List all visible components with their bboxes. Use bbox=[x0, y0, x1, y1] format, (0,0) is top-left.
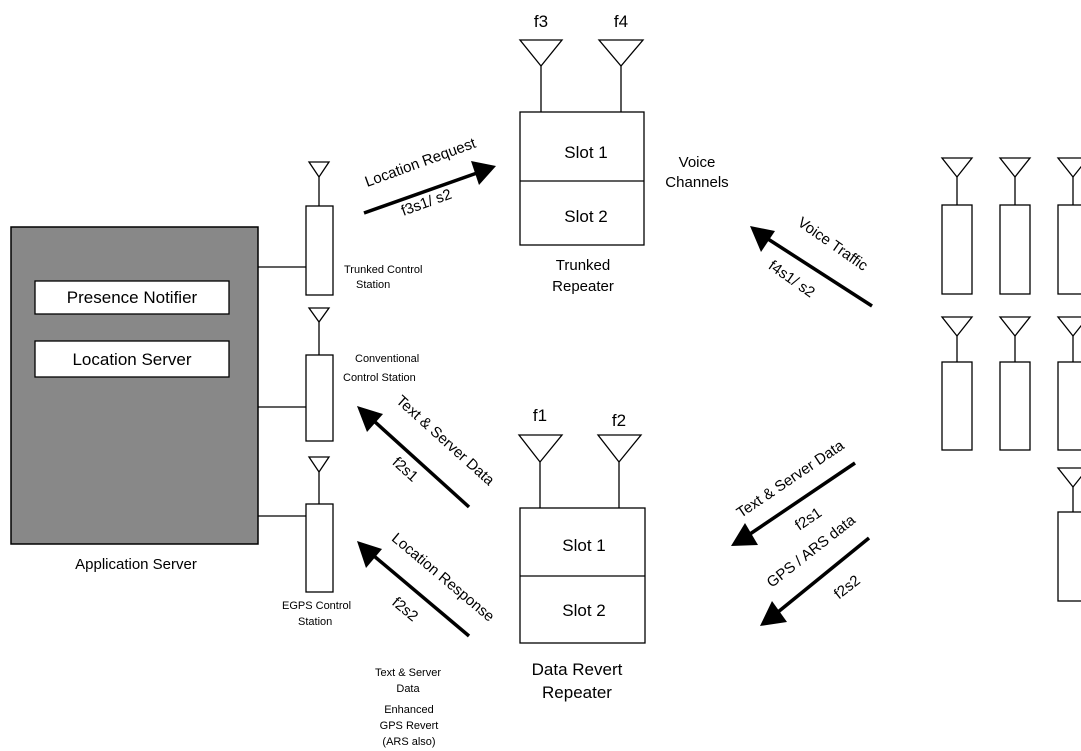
note-line-1: Text & Server bbox=[375, 667, 441, 679]
arrow-text-server-left: Text & Server Data f2s1 bbox=[357, 392, 498, 509]
arrow-head-icon bbox=[357, 406, 383, 432]
notes: Text & Server Data Enhanced GPS Revert (… bbox=[375, 667, 441, 748]
trunked-station-label-1: Trunked Control bbox=[344, 264, 422, 276]
conventional-station-label-2: Control Station bbox=[343, 372, 416, 384]
radio-unit bbox=[940, 157, 974, 295]
application-server-caption: Application Server bbox=[75, 556, 197, 573]
antenna-label-f1: f1 bbox=[533, 406, 547, 425]
trunked-caption-1: Trunked bbox=[556, 257, 610, 274]
arrow-head-icon bbox=[760, 601, 787, 626]
egps-control-station: EGPS Control Station bbox=[282, 456, 351, 628]
antenna-label-f2: f2 bbox=[612, 411, 626, 430]
antenna-icon bbox=[517, 434, 564, 464]
control-station-body bbox=[305, 503, 334, 593]
data-slot-1: Slot 1 bbox=[562, 536, 605, 555]
arrow-location-response: Location Response f2s2 bbox=[357, 530, 498, 638]
radio-unit bbox=[1056, 467, 1081, 602]
location-server-label: Location Server bbox=[72, 350, 191, 369]
antenna-icon bbox=[596, 434, 643, 464]
data-revert-repeater: f1 f2 Slot 1 Slot 2 Data Revert Repeater bbox=[517, 406, 646, 702]
presence-notifier-label: Presence Notifier bbox=[67, 288, 198, 307]
data-slot-2: Slot 2 bbox=[562, 601, 605, 620]
location-request-label: Location Request bbox=[363, 135, 479, 191]
note-line-2: Data bbox=[396, 683, 420, 695]
conventional-station-label-1: Conventional bbox=[355, 353, 419, 365]
antenna-icon bbox=[998, 316, 1032, 338]
egps-station-label-1: EGPS Control bbox=[282, 600, 351, 612]
antenna-icon bbox=[307, 307, 331, 324]
arrow-location-request: Location Request f3s1/ s2 bbox=[363, 135, 496, 220]
trunked-slot-2: Slot 2 bbox=[564, 207, 607, 226]
location-server-box bbox=[34, 340, 230, 378]
antenna-icon bbox=[597, 39, 645, 68]
control-station-body bbox=[305, 205, 334, 296]
radio-unit bbox=[1056, 316, 1081, 451]
voice-traffic-label: Voice Traffic bbox=[794, 214, 871, 275]
arrow-gps-ars: GPS / ARS data f2s2 bbox=[760, 511, 871, 626]
trunked-station-label-2: Station bbox=[356, 279, 390, 291]
antenna-icon bbox=[518, 39, 564, 68]
gps-ars-sub: f2s2 bbox=[831, 572, 864, 603]
antenna-label-f3: f3 bbox=[534, 12, 548, 31]
note-line-3: Enhanced bbox=[384, 704, 434, 716]
radio-unit bbox=[1056, 157, 1081, 295]
note-line-4: GPS Revert bbox=[380, 720, 439, 732]
arrow-head-icon bbox=[750, 226, 775, 252]
text-server-right-sub: f2s1 bbox=[792, 504, 825, 534]
antenna-icon bbox=[998, 157, 1032, 179]
application-server-box bbox=[10, 226, 259, 545]
arrow-head-icon bbox=[731, 523, 758, 546]
application-server: Presence Notifier Location Server Applic… bbox=[10, 226, 259, 573]
antenna-icon bbox=[1056, 316, 1081, 338]
antenna-icon bbox=[940, 157, 974, 179]
radio-unit bbox=[998, 316, 1032, 451]
antenna-icon bbox=[1056, 467, 1081, 489]
data-caption-1: Data Revert bbox=[532, 660, 623, 679]
trunked-control-station: Trunked Control Station bbox=[305, 161, 422, 296]
location-response-sub: f2s2 bbox=[389, 594, 422, 625]
egps-station-label-2: Station bbox=[298, 616, 332, 628]
subscriber-radios bbox=[940, 157, 1081, 602]
trunked-repeater: f3 f4 Slot 1 Slot 2 Trunked Repeater Voi… bbox=[518, 12, 729, 295]
voice-channels-label-1: Voice bbox=[679, 154, 716, 171]
conventional-control-station: Conventional Control Station bbox=[305, 307, 419, 442]
voice-channels-label-2: Channels bbox=[665, 174, 728, 191]
trunked-caption-2: Repeater bbox=[552, 278, 614, 295]
presence-notifier-box bbox=[34, 280, 230, 315]
antenna-icon bbox=[307, 161, 331, 179]
data-caption-2: Repeater bbox=[542, 683, 612, 702]
radio-unit bbox=[940, 316, 974, 451]
radio-unit bbox=[998, 157, 1032, 295]
antenna-icon bbox=[1056, 157, 1081, 179]
trunked-repeater-box bbox=[519, 111, 645, 246]
control-station-body bbox=[305, 354, 334, 442]
voice-traffic-sub: f4s1/ s2 bbox=[765, 257, 818, 301]
antenna-icon bbox=[307, 456, 331, 474]
arrow-head-icon bbox=[357, 541, 382, 568]
arrow-head-icon bbox=[471, 161, 496, 185]
antenna-label-f4: f4 bbox=[614, 12, 628, 31]
antenna-icon bbox=[940, 316, 974, 338]
note-line-5: (ARS also) bbox=[382, 736, 435, 748]
arrow-voice-traffic: Voice Traffic f4s1/ s2 bbox=[750, 214, 873, 308]
trunked-slot-1: Slot 1 bbox=[564, 143, 607, 162]
